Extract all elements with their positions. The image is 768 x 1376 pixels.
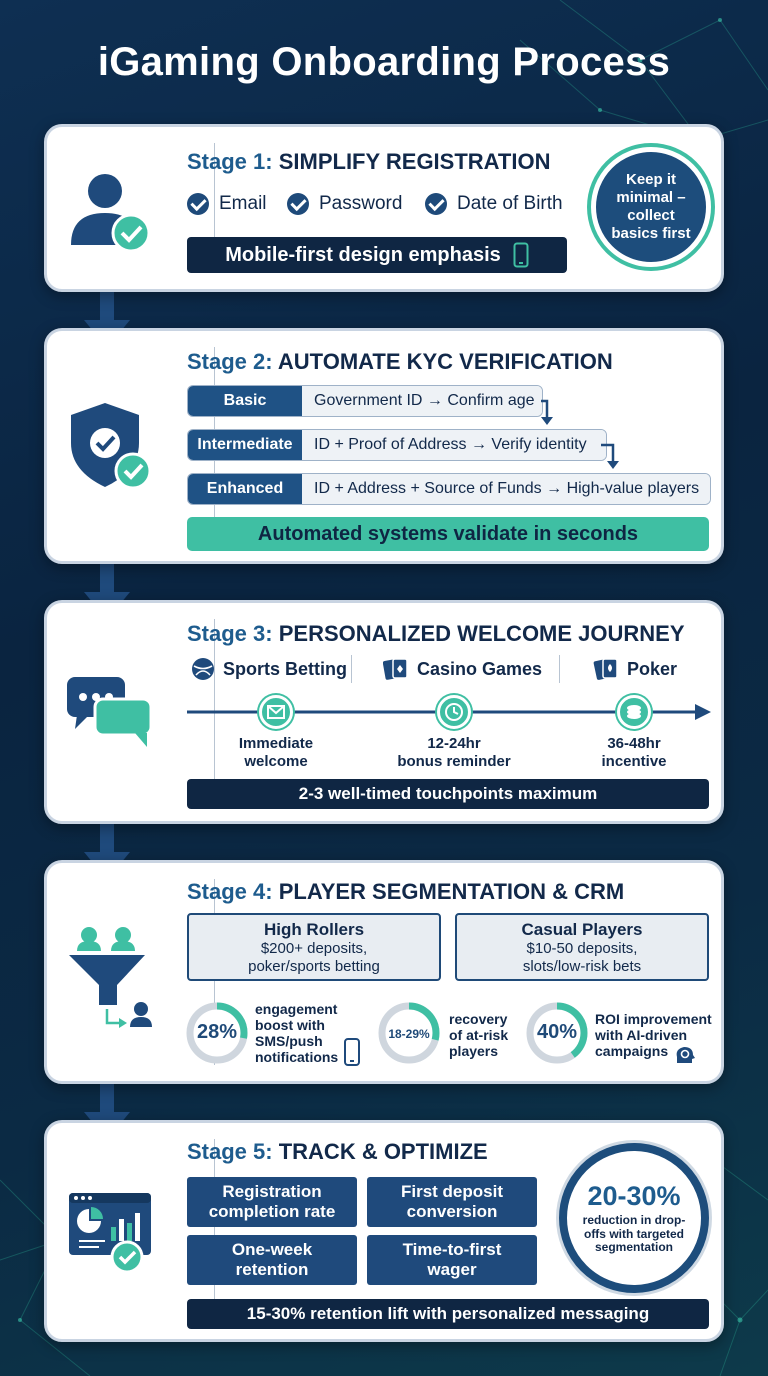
step-arrows-icon [541, 399, 619, 469]
stat-ring-recovery [378, 1002, 440, 1064]
user-check-icon [71, 174, 151, 253]
channel-separator [559, 655, 560, 683]
field-email: Email [187, 193, 267, 215]
touchpoints-bar: 2-3 well-timed touchpoints maximum [187, 779, 709, 809]
stage-1-title: Stage 1: SIMPLIFY REGISTRATION [187, 149, 551, 174]
poker-cards-icon [593, 658, 618, 680]
keep-minimal-badge: Keep it minimal – collect basics first [591, 147, 711, 267]
segment-high-rollers: High Rollers $200+ deposits, poker/sport… [187, 913, 441, 981]
stat-value-engagement: 28% [196, 1021, 238, 1043]
stage-5-title: Stage 5: TRACK & OPTIMIZE [187, 1139, 488, 1164]
mobile-first-bar: Mobile-first design emphasis [187, 237, 567, 273]
channel-sports-betting: Sports Betting [191, 657, 347, 681]
field-date-of-birth: Date of Birth [425, 193, 563, 215]
kyc-level-enhanced: Enhanced ID + Address + Source of Funds … [187, 473, 711, 505]
envelope-icon [259, 695, 293, 729]
stage-3-card: Stage 3: PERSONALIZED WELCOME JOURNEY Sp… [44, 600, 724, 824]
segment-casual-players: Casual Players $10-50 deposits, slots/lo… [455, 913, 709, 981]
channel-poker: Poker [593, 657, 677, 681]
coins-icon [617, 695, 651, 729]
stat-ring-engagement [186, 1002, 248, 1064]
page-title: iGaming Onboarding Process [97, 40, 671, 84]
drop-off-reduction-circle: 20-30% reduction in drop-offs with targe… [559, 1143, 709, 1293]
card-divider [214, 1139, 215, 1323]
ai-brain-gear-icon [676, 1047, 695, 1063]
check-icon [287, 193, 309, 215]
channel-casino-games: Casino Games [383, 657, 542, 681]
chat-bubbles-icon [67, 677, 153, 747]
stage-4-title: Stage 4: PLAYER SEGMENTATION & CRM [187, 879, 625, 904]
check-icon [187, 193, 209, 215]
playing-cards-icon [383, 658, 408, 680]
channel-separator [351, 655, 352, 683]
retention-lift-bar: 15-30% retention lift with personalized … [187, 1299, 709, 1329]
clock-icon [437, 695, 471, 729]
stat-value-recovery: 18-29% [388, 1027, 430, 1041]
kyc-level-basic: Basic Government ID → Confirm age [187, 385, 543, 417]
field-password: Password [287, 193, 402, 215]
stat-value-roi: 40% [536, 1021, 578, 1043]
stage-2-card: Stage 2: AUTOMATE KYC VERIFICATION Basic… [44, 328, 724, 564]
check-icon [425, 193, 447, 215]
stat-ring-roi [526, 1002, 588, 1064]
card-divider [214, 143, 215, 273]
shield-check-icon [71, 403, 152, 490]
dashboard-check-icon [69, 1193, 151, 1274]
mobile-phone-icon [513, 242, 529, 268]
automated-validation-bar: Automated systems validate in seconds [187, 517, 709, 551]
stage-3-title: Stage 3: PERSONALIZED WELCOME JOURNEY [187, 621, 685, 646]
funnel-users-icon [69, 927, 152, 1028]
kyc-level-intermediate: Intermediate ID + Proof of Address → Ver… [187, 429, 607, 461]
stage-1-card: Stage 1: SIMPLIFY REGISTRATION Email Pas… [44, 124, 724, 292]
mobile-phone-icon [344, 1038, 360, 1066]
sports-ball-icon [192, 658, 214, 680]
stage-4-card: Stage 4: PLAYER SEGMENTATION & CRM High … [44, 860, 724, 1084]
stage-2-title: Stage 2: AUTOMATE KYC VERIFICATION [187, 349, 613, 374]
